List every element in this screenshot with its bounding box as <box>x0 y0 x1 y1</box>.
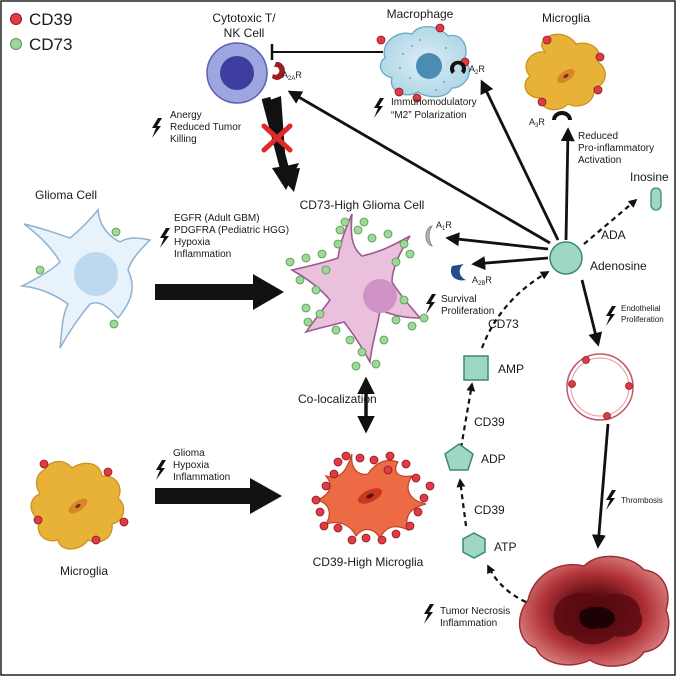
egfr-line-4: Inflammation <box>174 249 231 260</box>
ada-label: ADA <box>601 228 626 242</box>
survival-line-2: Proliferation <box>441 306 494 317</box>
annotations: Anergy Reduced Tumor Killing Immunomodul… <box>152 97 664 629</box>
t-cell-nucleus <box>220 56 254 90</box>
lightning-bolt-icon <box>426 294 436 314</box>
lightning-bolt-icon <box>424 604 434 624</box>
glioma-hypoxia-line-2: Hypoxia <box>173 460 210 471</box>
egfr-line-1: EGFR (Adult GBM) <box>174 213 260 224</box>
a2a-receptor-label: A2AR <box>282 70 302 82</box>
lightning-bolt-icon <box>374 98 384 118</box>
lightning-bolt-icon <box>606 490 616 510</box>
lightning-bolt-icon <box>152 118 162 138</box>
microglia-left-title: Microglia <box>60 564 108 578</box>
lightning-bolt-icon <box>606 306 616 326</box>
adenosine-label: Adenosine <box>590 259 647 273</box>
immunomod-line-2: “M2” Polarization <box>391 110 467 121</box>
purine-pathway: Adenosine Inosine ADA AMP ADP ATP CD73 C… <box>444 170 669 559</box>
amp-node <box>463 355 489 381</box>
adp-node <box>444 443 474 471</box>
cd39-high-markers <box>311 451 435 545</box>
inosine-node <box>650 187 662 211</box>
a3-receptor-label: A3R <box>529 117 545 129</box>
a1-receptor-label: A1R <box>436 220 452 232</box>
blood-vessel <box>566 353 634 421</box>
survival-line-1: Survival <box>441 294 477 305</box>
cd73-legend-marker <box>10 38 22 50</box>
microglia-top-title: Microglia <box>542 11 590 25</box>
glioma-hypoxia-line-3: Inflammation <box>173 472 230 483</box>
inhibition-line <box>270 44 383 60</box>
anergy-line-1: Anergy <box>170 110 202 121</box>
thrombosis-label: Thrombosis <box>621 496 663 505</box>
glioma-cell-nucleus <box>74 252 118 296</box>
cytotoxic-t-title-2: NK Cell <box>224 26 265 40</box>
cd73-high-title: CD73-High Glioma Cell <box>300 198 425 212</box>
a2b-receptor-icon <box>450 264 466 281</box>
endothelial-line-1: Endothelial <box>621 304 661 313</box>
a2-macrophage-receptor-label: A2R <box>469 64 485 76</box>
macrophage: Macrophage A2R <box>376 7 485 103</box>
tumor-necrosis-line-1: Tumor Necrosis <box>440 606 510 617</box>
a1-receptor-icon <box>425 225 434 247</box>
block-arrows <box>155 96 299 514</box>
cytotoxic-t-title-1: Cytotoxic T/ <box>212 11 276 25</box>
arrows <box>287 79 638 603</box>
cytotoxic-t-cell: Cytotoxic T/ NK Cell A2AR <box>206 11 302 104</box>
amp-label: AMP <box>498 362 524 376</box>
endothelial-line-2: Proliferation <box>621 315 664 324</box>
cd73-high-nucleus <box>363 279 397 313</box>
microglia-left: Microglia <box>30 459 129 578</box>
egfr-line-2: PDGFRA (Pediatric HGG) <box>174 225 289 236</box>
cd39-legend-marker <box>10 13 22 25</box>
necrotic-tumor <box>518 555 670 667</box>
macrophage-nucleus <box>416 53 442 79</box>
macrophage-title: Macrophage <box>387 7 454 21</box>
glioma-cd73-markers <box>35 227 121 329</box>
cd39-enzyme-label-1: CD39 <box>474 415 505 429</box>
atp-node <box>462 532 486 559</box>
microglia-top: Microglia A3R <box>524 11 606 129</box>
cd39-legend-label: CD39 <box>29 10 72 29</box>
reduced-line-3: Activation <box>578 155 621 166</box>
cd73-high-glioma-cell: CD73-High Glioma Cell A1R A2BR <box>285 198 492 371</box>
inosine-label: Inosine <box>630 170 669 184</box>
immunomod-line-1: Immunomodulatory <box>391 97 477 108</box>
a3-receptor-icon <box>552 111 572 120</box>
tumor-necrosis-line-2: Inflammation <box>440 618 497 629</box>
glioma-to-cd73-arrow <box>155 274 284 310</box>
cd39-high-title: CD39-High Microglia <box>313 555 424 569</box>
lightning-bolt-icon <box>156 460 166 480</box>
a2b-receptor-label: A2BR <box>472 275 492 287</box>
atp-label: ATP <box>494 540 516 554</box>
adenosine-node <box>549 241 583 275</box>
macrophage-granules <box>399 39 453 91</box>
anergy-line-2: Reduced Tumor <box>170 122 242 133</box>
legend: CD39 CD73 <box>10 10 72 54</box>
cd73-enzyme-label: CD73 <box>488 317 519 331</box>
co-localization-label: Co-localization <box>298 392 377 406</box>
reduced-line-1: Reduced <box>578 131 618 142</box>
glioma-hypoxia-line-1: Glioma <box>173 448 205 459</box>
cd73-legend-label: CD73 <box>29 35 72 54</box>
cd73-high-body <box>289 213 422 365</box>
glioma-cell: Glioma Cell <box>19 188 152 349</box>
egfr-line-3: Hypoxia <box>174 237 211 248</box>
lightning-bolt-icon <box>160 228 170 248</box>
cd39-high-microglia: CD39-High Microglia <box>311 451 435 569</box>
cd73-high-markers <box>285 217 429 371</box>
reduced-line-2: Pro-inflammatory <box>578 143 654 154</box>
microglia-to-cd39-arrow <box>155 478 282 514</box>
blocked-x <box>261 123 293 153</box>
anergy-line-3: Killing <box>170 134 197 145</box>
a2a-receptor-icon <box>272 61 285 80</box>
glioma-cell-title: Glioma Cell <box>35 188 97 202</box>
a2-macrophage-receptor-icon <box>450 60 466 74</box>
cd39-enzyme-label-2: CD39 <box>474 503 505 517</box>
microglia-left-markers <box>33 459 129 545</box>
adp-label: ADP <box>481 452 506 466</box>
